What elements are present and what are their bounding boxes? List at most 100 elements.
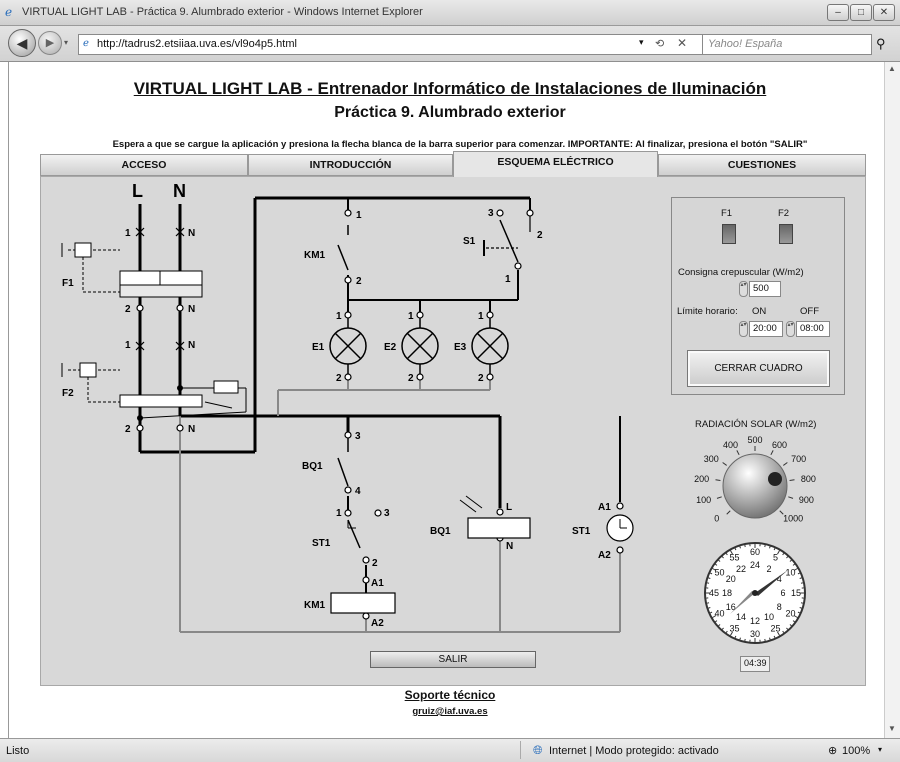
solar-tick — [726, 510, 731, 515]
clock-tick — [777, 631, 780, 636]
clock-tick — [715, 563, 718, 566]
support-email-link[interactable]: gruiz@iaf.uva.es — [412, 706, 488, 717]
clock-inner-label: 2 — [766, 564, 771, 574]
clock-tick — [734, 635, 737, 638]
globe-icon: 🌐︎ — [533, 743, 543, 757]
close-window-button[interactable]: ✕ — [873, 4, 895, 21]
term-e1-2: 2 — [336, 373, 342, 384]
off-label: OFF — [800, 306, 819, 317]
on-label: ON — [752, 306, 767, 317]
solar-tick — [783, 462, 788, 466]
search-input[interactable]: Yahoo! España — [702, 34, 872, 55]
maximize-button[interactable]: □ — [850, 4, 872, 21]
clock-tick — [712, 568, 717, 571]
tab-cuestiones[interactable]: CUESTIONES — [658, 154, 866, 176]
off-time-input[interactable]: 08:00 — [796, 321, 830, 337]
clock-inner-label: 8 — [777, 602, 782, 612]
url-text: http://tadrus2.etsiiaa.uva.es/vl9o4p5.ht… — [97, 38, 297, 50]
off-time-spinner[interactable]: ▴▾ — [786, 321, 795, 337]
term-n-f2-out: N — [188, 424, 195, 435]
salir-button[interactable]: SALIR — [370, 651, 536, 668]
scroll-up-icon[interactable]: ▲ — [888, 64, 896, 73]
solar-scale-label: 700 — [791, 454, 806, 464]
label-E2: E2 — [384, 342, 397, 353]
clock-minute-hand-icon — [755, 570, 788, 596]
clock-tick — [718, 559, 721, 562]
history-dropdown-icon[interactable]: ▾ — [64, 38, 69, 47]
clock-inner-label: 20 — [726, 574, 736, 584]
clock-outer-label: 5 — [773, 552, 778, 562]
term-n-f1-in: N — [188, 228, 195, 239]
consigna-spinner[interactable]: ▴▾ — [739, 281, 748, 297]
clock-outer-label: 15 — [791, 588, 801, 598]
back-arrow-icon[interactable]: ◀ — [8, 29, 36, 57]
solar-tick — [736, 450, 740, 456]
security-zone-text[interactable]: Internet | Modo protegido: activado — [549, 745, 719, 757]
minimize-button[interactable]: – — [827, 4, 849, 21]
term-e2-1: 1 — [408, 311, 414, 322]
on-time-spinner[interactable]: ▴▾ — [739, 321, 748, 337]
f2-toggle-switch[interactable] — [779, 224, 793, 244]
term-st1-A2: A2 — [598, 550, 611, 561]
term-bq1-N: N — [506, 541, 513, 552]
clock-tick — [725, 553, 728, 556]
scroll-down-icon[interactable]: ▼ — [888, 724, 896, 733]
term-st1-1: 1 — [336, 508, 342, 519]
f1-toggle-switch[interactable] — [722, 224, 736, 244]
clock-tick — [734, 548, 737, 551]
on-time-input[interactable]: 20:00 — [749, 321, 783, 337]
consigna-input[interactable]: 500 — [749, 281, 781, 297]
label-L: L — [132, 181, 143, 201]
status-divider — [520, 741, 521, 759]
solar-scale-label: 200 — [694, 474, 709, 484]
solar-scale-label: 0 — [714, 514, 719, 524]
refresh-icon[interactable]: ⟲ — [655, 38, 665, 50]
ie-logo-icon: ℯ — [5, 5, 13, 19]
label-F1: F1 — [62, 278, 74, 289]
stop-icon[interactable]: ✕ — [677, 36, 688, 50]
clock-outer-label: 40 — [714, 609, 724, 619]
term-s1-2: 2 — [537, 230, 543, 241]
url-input[interactable]: ℯ http://tadrus2.etsiiaa.uva.es/vl9o4p5.… — [78, 34, 708, 55]
label-F2: F2 — [62, 388, 74, 399]
tab-acceso[interactable]: ACCESO — [40, 154, 248, 176]
clock-tick — [708, 577, 711, 579]
zoom-level[interactable]: 100% — [842, 745, 871, 757]
solar-scale-label: 800 — [801, 474, 816, 484]
clock-tick — [725, 630, 728, 633]
tab-esquema-electrico[interactable]: ESQUEMA ELÉCTRICO — [453, 151, 658, 177]
consigna-label: Consigna crepuscular (W/m2) — [678, 267, 804, 278]
zoom-dropdown-icon[interactable]: ▾ — [878, 745, 883, 754]
clock-outer-label: 20 — [785, 609, 795, 619]
clock-tick — [786, 556, 789, 559]
clock-tick — [792, 563, 795, 566]
vertical-scrollbar[interactable]: ▲ ▼ — [884, 62, 900, 738]
cerrar-cuadro-button[interactable]: CERRAR CUADRO — [687, 350, 830, 387]
clock-tick — [789, 624, 792, 627]
clock-inner-label: 12 — [750, 616, 760, 626]
clock-tick — [739, 546, 741, 549]
clock-outer-label: 30 — [750, 629, 760, 639]
clock-tick — [797, 572, 800, 575]
solar-scale-label: 600 — [772, 440, 787, 450]
label-E1: E1 — [312, 342, 325, 353]
solar-tick — [722, 462, 727, 466]
clock-outer-label: 60 — [750, 547, 760, 557]
term-st1-A1: A1 — [598, 502, 611, 513]
label-N: N — [173, 181, 186, 201]
label-KM1-contact: KM1 — [304, 250, 326, 261]
forward-arrow-icon[interactable]: ▶ — [38, 31, 62, 55]
tab-introduccion[interactable]: INTRODUCCIÓN — [248, 154, 453, 176]
zoom-icon[interactable]: ⊕ — [828, 745, 838, 757]
clock-tick — [730, 550, 733, 555]
page-title: VIRTUAL LIGHT LAB - Entrenador Informáti… — [133, 79, 767, 98]
electrical-schematic: L N 1 N 2 N 1 N 2 N F1 F2 KM1 1 2 S1 3 2… — [61, 181, 634, 633]
label-ST1-timer: ST1 — [572, 526, 591, 537]
clock-tick — [712, 615, 717, 618]
window-titlebar: ℯ VIRTUAL LIGHT LAB - Práctica 9. Alumbr… — [0, 0, 900, 26]
search-icon[interactable]: ⚲ — [876, 36, 886, 51]
url-dropdown-icon[interactable]: ▾ — [639, 37, 644, 47]
page-subtitle: Práctica 9. Alumbrado exterior — [334, 104, 566, 121]
clock-outer-label: 10 — [785, 568, 795, 578]
